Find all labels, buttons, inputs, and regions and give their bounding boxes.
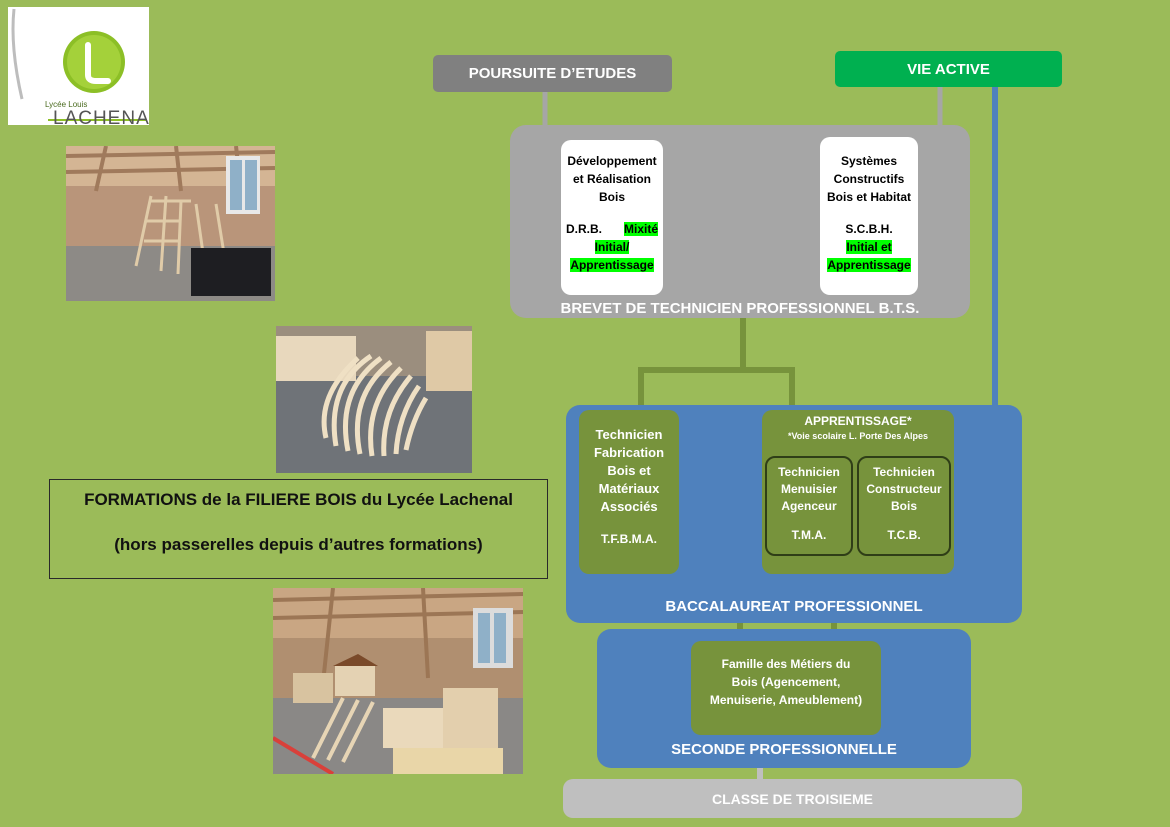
workshop-photo-3 (273, 588, 523, 774)
bts-label: BREVET DE TECHNICIEN PROFESSIONNEL B.T.S… (560, 300, 920, 317)
tfbma-line-1: Technicien (595, 427, 663, 442)
tfbma-abbr: T.F.B.M.A. (601, 532, 657, 546)
logo-school-small: Lycée Louis (45, 100, 88, 109)
formations-title-box: FORMATIONS de la FILIERE BOIS du Lycée L… (49, 479, 548, 579)
classe-troisieme-box: CLASSE DE TROISIEME (563, 779, 1022, 818)
famille-line-1: Famille des Métiers du (721, 657, 851, 671)
drb-apprentissage: Apprentissage (570, 258, 654, 272)
scbh-apprentissage: Apprentissage (827, 258, 911, 272)
tma-abbr: T.M.A. (791, 528, 827, 542)
famille-line-2: Bois (Agencement, (731, 675, 841, 689)
school-logo: Lycée Louis LACHENAL (8, 7, 149, 125)
famille-line-3: Menuiserie, Ameublement) (709, 693, 863, 707)
tcb-abbr: T.C.B. (887, 528, 921, 542)
scbh-initial: Initial et (846, 240, 892, 254)
workshop-photo-2 (276, 326, 472, 473)
tma-line-2: Menuisier (780, 482, 837, 496)
famille-metiers-card: Famille des Métiers du Bois (Agencement,… (691, 641, 881, 735)
vie-active-box: VIE ACTIVE (835, 51, 1062, 87)
drb-line-1: Développement (567, 154, 657, 168)
tcb-line-3: Bois (890, 499, 917, 513)
tfbma-line-5: Associés (600, 499, 658, 514)
scbh-line-1: Systèmes (840, 154, 898, 168)
drb-initial: Initial/ (594, 240, 630, 254)
logo-emblem-icon (11, 8, 147, 121)
tma-line-1: Technicien (778, 465, 840, 479)
drb-mixite: Mixité (623, 222, 658, 236)
poursuite-etudes-box: POURSUITE D’ETUDES (433, 55, 672, 92)
title-subtitle: (hors passerelles depuis d’autres format… (114, 535, 483, 554)
apprentissage-title: APPRENTISSAGE* (804, 414, 912, 428)
tfbma-line-3: Bois et (607, 463, 651, 478)
logo-school-name: LACHENAL (53, 108, 149, 125)
drb-line-3: Bois (598, 190, 625, 204)
tma-line-3: Agenceur (781, 499, 837, 513)
tfbma-card: Technicien Fabrication Bois et Matériaux… (579, 410, 679, 574)
bac-pro-label: BACCALAUREAT PROFESSIONNEL (665, 598, 923, 615)
drb-card: Développement et Réalisation Bois D.R.B.… (561, 140, 663, 295)
tcb-line-2: Constructeur (866, 482, 942, 496)
drb-abbr: D.R.B. (565, 222, 602, 236)
apprentissage-note: *Voie scolaire L. Porte Des Alpes (787, 431, 929, 441)
drb-line-2: et Réalisation (572, 172, 652, 186)
tcb-line-1: Technicien (873, 465, 935, 479)
seconde-label: SECONDE PROFESSIONNELLE (671, 741, 897, 758)
scbh-line-2: Constructifs (833, 172, 905, 186)
tcb-card: Technicien Constructeur Bois T.C.B. (857, 456, 951, 556)
scbh-line-3: Bois et Habitat (826, 190, 911, 204)
tfbma-line-4: Matériaux (598, 481, 660, 496)
workshop-photo-1 (66, 146, 275, 301)
scbh-abbr: S.C.B.H. (845, 222, 893, 236)
tma-card: Technicien Menuisier Agenceur T.M.A. (765, 456, 853, 556)
apprentissage-card: APPRENTISSAGE* *Voie scolaire L. Porte D… (762, 410, 954, 574)
scbh-card: Systèmes Constructifs Bois et Habitat S.… (820, 137, 918, 295)
title-main: FORMATIONS de la FILIERE BOIS du Lycée L… (84, 490, 513, 509)
tfbma-line-2: Fabrication (593, 445, 665, 460)
